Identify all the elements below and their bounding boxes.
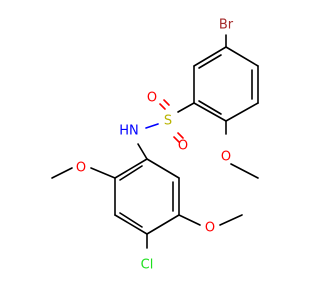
bond (225, 102, 259, 122)
bond (114, 214, 148, 235)
bromine-atom-label: Br (219, 18, 234, 33)
bond (198, 100, 222, 115)
bond-n-c (137, 143, 148, 160)
sulfur-atom-label: S (164, 114, 172, 129)
bond (198, 54, 222, 69)
methoxy-oxygen-label-left: O (76, 161, 86, 176)
methoxy-oxygen-label-top-ring: O (221, 150, 231, 165)
methoxy-oxygen-label-lower: O (205, 221, 215, 236)
nitrogen-hydrogen-label: HN (119, 124, 139, 139)
bond (146, 214, 180, 235)
bond (114, 158, 148, 179)
bond-c-o (178, 214, 201, 226)
bond (225, 46, 259, 67)
bond (146, 158, 180, 179)
chlorophenyl-ring (114, 158, 180, 235)
bond-c-o (90, 167, 116, 179)
bond-o-ch3 (219, 214, 243, 226)
molecule-structure-diagram: Br S O O HN O O O Cl (51, 18, 259, 273)
bond-o-ch3 (51, 167, 73, 179)
bond-o-ch3 (230, 163, 259, 179)
bromophenyl-ring (193, 46, 259, 122)
bond (119, 212, 143, 228)
chlorine-atom-label: Cl (141, 258, 154, 273)
bond-s-o-top (163, 99, 170, 106)
bond (193, 102, 227, 122)
oxygen-atom-label-bottom: O (178, 139, 188, 154)
bond-s-o-bottom (173, 136, 180, 143)
bond-s-o-top (159, 103, 166, 110)
bond-s-n (145, 123, 159, 129)
oxygen-atom-label-top: O (147, 91, 157, 106)
bond (119, 165, 143, 181)
bond-s-o-bottom (177, 132, 184, 139)
bond-c-s (177, 102, 195, 113)
bond (193, 46, 227, 67)
